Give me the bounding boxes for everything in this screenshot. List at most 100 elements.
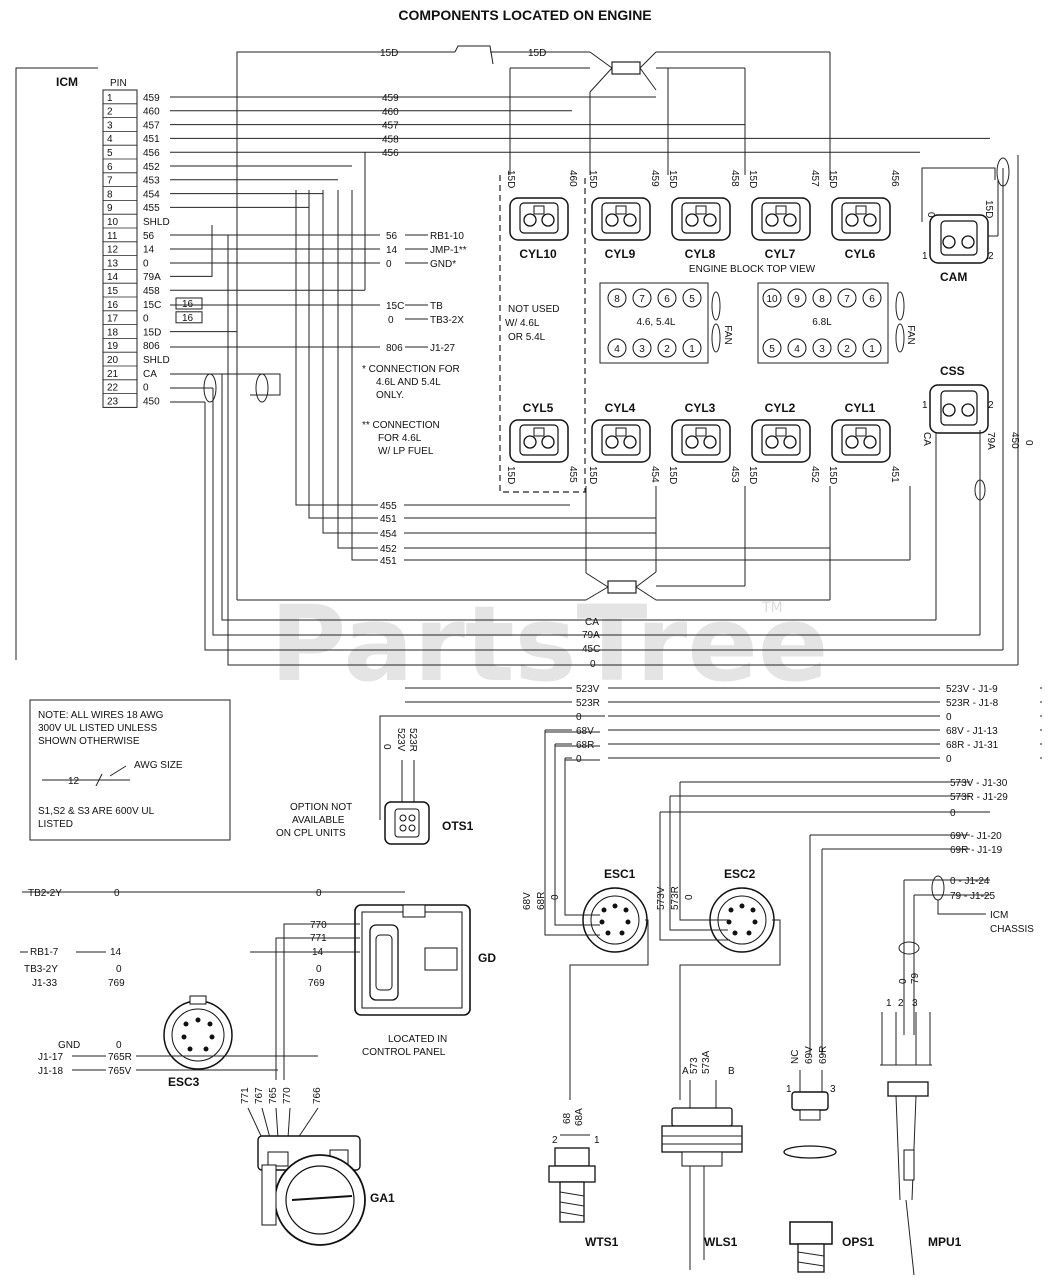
ops1-label: OPS1 — [842, 1235, 874, 1249]
icm-pin-wire: 455 — [143, 203, 160, 214]
svg-text:FOR 4.6L: FOR 4.6L — [378, 433, 422, 444]
svg-text:0: 0 — [316, 888, 322, 899]
esc2-label: ESC2 — [724, 867, 756, 881]
engine-block-label: ENGINE BLOCK TOP VIEW — [689, 264, 816, 275]
harness-right-label: 68V - J1-13 — [946, 726, 998, 737]
svg-text:3: 3 — [819, 344, 825, 355]
mid-conn-left: 15C — [386, 301, 404, 312]
svg-text:2: 2 — [664, 344, 670, 355]
svg-text:15D: 15D — [983, 200, 994, 218]
top-branch-lines — [509, 67, 746, 175]
icm-pin-number: 5 — [107, 148, 113, 159]
svg-text:68: 68 — [562, 1112, 573, 1124]
esc2-connector: ESC2 573V 573R 0 — [656, 781, 990, 1100]
svg-text:573: 573 — [689, 1057, 700, 1074]
cylinder-label: CYL7 — [765, 247, 796, 261]
cylinder-label: CYL6 — [845, 247, 876, 261]
mid-conn-right: RB1-10 — [430, 231, 464, 242]
ops1-sensor: NC 69V 69R 1 3 OPS1 — [783, 1046, 874, 1273]
gd-left-labels: TB2-2Y 0 0 RB1-7 14 TB3-2Y 0 J1-33 769 — [20, 888, 322, 989]
icm-pin-number: 13 — [107, 258, 119, 269]
icm-pin-wire: SHLD — [143, 355, 170, 366]
svg-text:766: 766 — [312, 1087, 323, 1104]
engine-block-top-view: ENGINE BLOCK TOP VIEW 4.6, 5.4L 6.8L FAN… — [599, 264, 916, 364]
cylinder-connector: CYL1 — [831, 401, 891, 463]
ga1-label: GA1 — [370, 1191, 395, 1205]
icm-pin-number: 15 — [107, 286, 119, 297]
svg-text:4.6, 5.4L: 4.6, 5.4L — [637, 317, 676, 328]
icm-pin-number: 2 — [107, 107, 113, 118]
svg-text:4: 4 — [794, 344, 800, 355]
svg-text:J1-33: J1-33 — [32, 978, 57, 989]
gd-module: GD LOCATED IN CONTROL PANEL 770 771 14 0… — [22, 891, 496, 1080]
cylinder-connector: CYL10 — [509, 197, 569, 261]
mid-conn-left: 56 — [386, 231, 398, 242]
icm-pin-wire: 56 — [143, 231, 155, 242]
icm-pin-number: 21 — [107, 369, 119, 380]
icm-label: ICM — [56, 75, 78, 89]
svg-text:AVAILABLE: AVAILABLE — [292, 815, 345, 826]
svg-text:2: 2 — [898, 998, 904, 1009]
cyl-wire: 458 — [729, 170, 740, 187]
cylinder-connector: CYL6 — [831, 197, 891, 261]
svg-text:2: 2 — [988, 400, 994, 411]
cylinder-connector: CYL3 — [671, 401, 731, 463]
mpu1-sensor: 0 79 1 2 3 MPU1 — [880, 972, 962, 1276]
icm-pin-number: 12 — [107, 245, 119, 256]
esc1-label: ESC1 — [604, 867, 636, 881]
harness-right-label: 0 — [950, 808, 956, 819]
icm-pin-wire: 14 — [143, 245, 155, 256]
svg-text:1: 1 — [594, 1135, 600, 1146]
svg-text:3: 3 — [639, 344, 645, 355]
icm-pin-wire: 0 — [143, 383, 149, 394]
icm-pin-wire: CA — [143, 369, 157, 380]
svg-text:1: 1 — [922, 251, 928, 262]
svg-text:B: B — [728, 1066, 735, 1077]
cylinder-connector: CYL2 — [751, 401, 811, 463]
cam-label: CAM — [940, 270, 967, 284]
svg-text:765V: 765V — [108, 1066, 132, 1077]
svg-text:J1-18: J1-18 — [38, 1066, 63, 1077]
mid-conn-right: J1-27 — [430, 343, 455, 354]
svg-text:0: 0 — [1023, 440, 1034, 446]
svg-text:5: 5 — [689, 294, 695, 305]
cyl-wire: 454 — [649, 466, 660, 483]
svg-text:3: 3 — [830, 1084, 836, 1095]
svg-text:2: 2 — [844, 344, 850, 355]
svg-text:5: 5 — [769, 344, 775, 355]
svg-text:J1-17: J1-17 — [38, 1052, 63, 1063]
cam-sensor: CAM 1 2 0 15D — [921, 167, 999, 284]
icm-pin-wire: 451 — [143, 134, 160, 145]
svg-text:OR 5.4L: OR 5.4L — [508, 332, 546, 343]
ots1-label: OTS1 — [442, 819, 474, 833]
cyl-wire: 15D — [505, 466, 516, 484]
icm-pin-number: 10 — [107, 217, 119, 228]
harness-right-label: 0 - J1-24 — [950, 876, 990, 887]
cyl-wire: 452 — [809, 466, 820, 483]
svg-text:769: 769 — [108, 978, 125, 989]
cyl-wire: 15D — [747, 466, 758, 484]
mid-conn-left: 806 — [386, 343, 403, 354]
svg-text:W/ 4.6L: W/ 4.6L — [505, 318, 540, 329]
svg-text:68V: 68V — [522, 892, 533, 910]
icm-pin-number: 3 — [107, 120, 113, 131]
harness-right-label: 0 — [946, 712, 952, 723]
lower-wire-label: 451 — [380, 514, 397, 525]
svg-text:68A: 68A — [574, 1108, 585, 1126]
top-wire-label: 457 — [382, 121, 399, 132]
cyl-wire: 15D — [667, 170, 678, 188]
icm-pin-number: 9 — [107, 203, 113, 214]
lower-wire-label: 452 — [380, 544, 397, 555]
svg-text:6: 6 — [869, 294, 875, 305]
svg-text:79: 79 — [910, 972, 921, 984]
svg-text:GND: GND — [58, 1040, 80, 1051]
harness-right-label: 69R - J1-19 — [950, 845, 1003, 856]
icm-pin-number: 23 — [107, 396, 119, 407]
harness-left-label: 0 — [576, 712, 582, 723]
right-vertical-wires: 450 0 — [935, 155, 1034, 665]
icm-pin-wire: 459 — [143, 93, 160, 104]
cyl-wire: 453 — [729, 466, 740, 483]
wire-note: NOTE: ALL WIRES 18 AWG 300V UL LISTED UN… — [29, 699, 231, 841]
